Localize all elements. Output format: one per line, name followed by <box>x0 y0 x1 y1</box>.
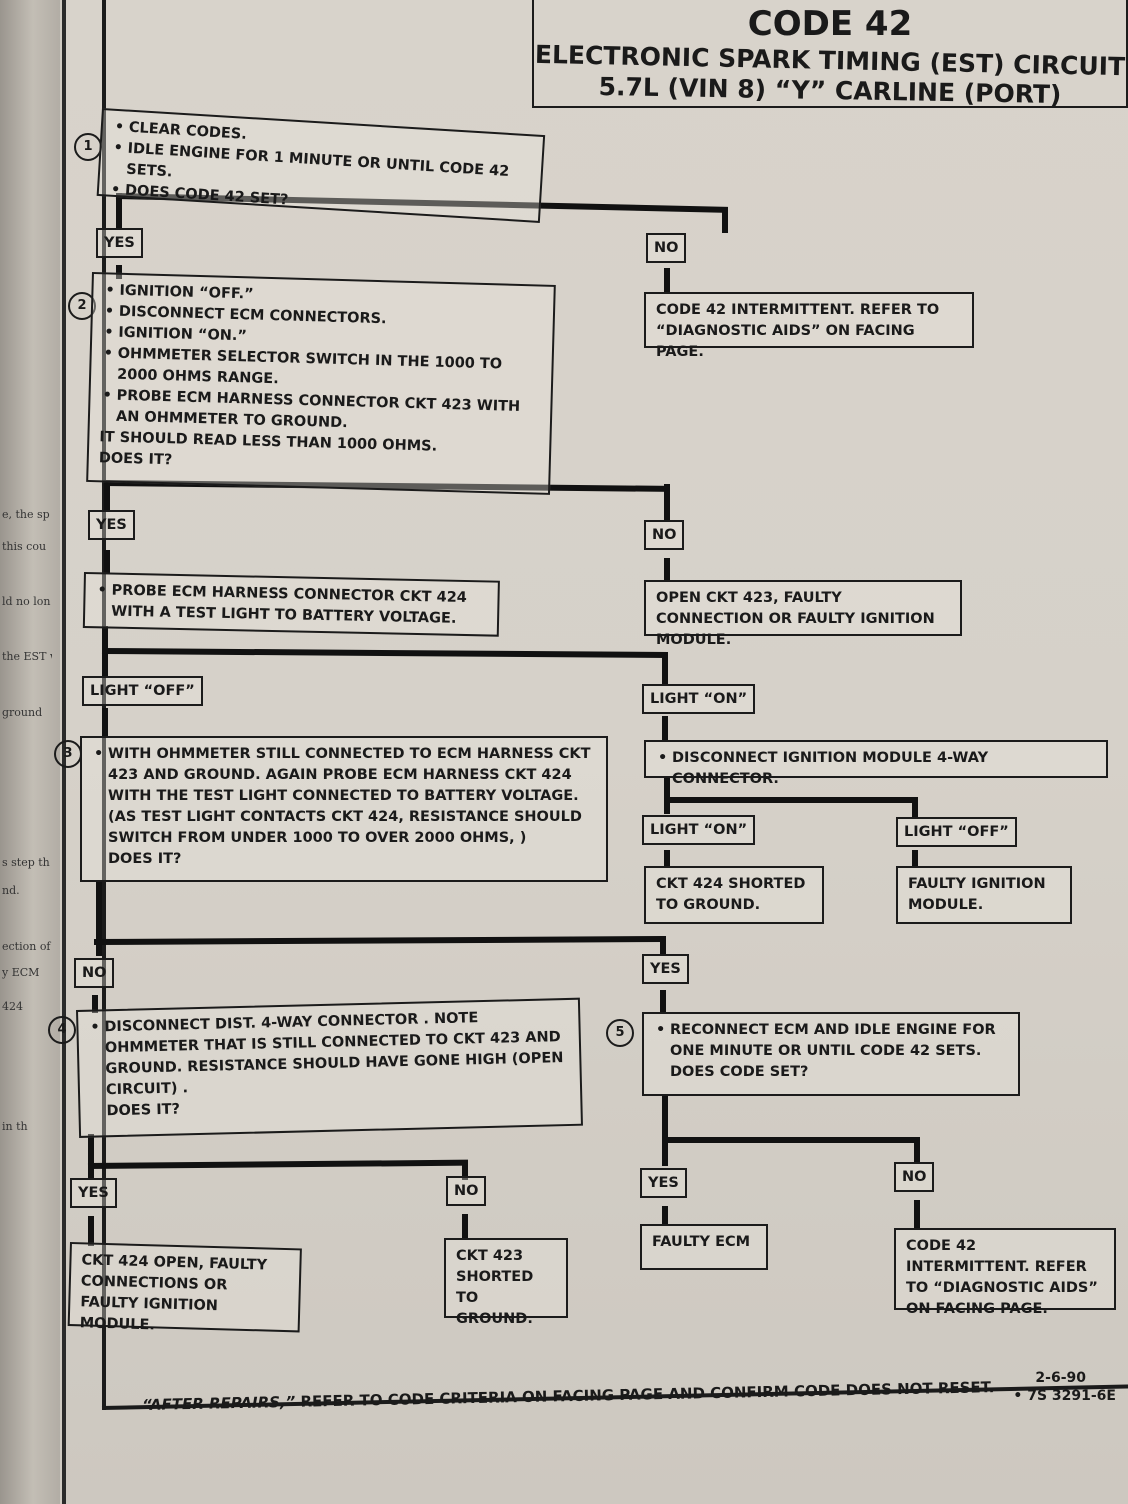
connector-line <box>92 995 98 1013</box>
page-code: • 7S 3291-6E <box>1013 1388 1116 1404</box>
connector-line <box>664 797 918 803</box>
binding-text: the EST w <box>2 650 52 663</box>
connector-line <box>914 1137 920 1163</box>
connector-line <box>664 558 670 582</box>
connector-line <box>88 1216 94 1246</box>
light-on-label: LIGHT “ON” <box>642 815 756 845</box>
connector-line <box>662 1206 668 1226</box>
connector-line <box>914 1200 920 1230</box>
connector-line <box>88 1134 94 1178</box>
light-on-label: LIGHT “ON” <box>642 684 756 714</box>
binding-text: nd. <box>2 884 20 897</box>
connector-line <box>462 1214 468 1238</box>
connector-line <box>93 936 665 945</box>
step5-yes-label: YES <box>640 1168 687 1198</box>
book-binding: e, the sp this cou ld no lon the EST w g… <box>0 0 60 1504</box>
step3-text: WITH OHMMETER STILL CONNECTED TO ECM HAR… <box>94 744 596 849</box>
binding-text: ground <box>2 706 43 719</box>
probe-ckt424-box: PROBE ECM HARNESS CONNECTOR CKT 424 WITH… <box>82 572 500 637</box>
connector-line <box>116 193 122 229</box>
connector-line <box>662 652 668 686</box>
connector-line <box>662 1094 668 1166</box>
step2-yes-label: YES <box>88 510 135 540</box>
connector-line <box>664 850 670 868</box>
step4-box: DISCONNECT DIST. 4-WAY CONNECTOR . NOTE … <box>76 997 583 1138</box>
connector-line <box>116 265 122 279</box>
binding-text: this cou <box>2 540 47 553</box>
disconnect-module-box: DISCONNECT IGNITION MODULE 4-WAY CONNECT… <box>644 740 1108 787</box>
step2-box: IGNITION “OFF.” DISCONNECT ECM CONNECTOR… <box>86 272 556 495</box>
light-off-label: LIGHT “OFF” <box>82 676 203 706</box>
connector-line <box>104 550 110 574</box>
ckt424-shorted-box: CKT 424 SHORTED TO GROUND. <box>644 866 824 924</box>
binding-text: 424 <box>2 1000 23 1013</box>
step1-box: CLEAR CODES. IDLE ENGINE FOR 1 MINUTE OR… <box>96 108 546 223</box>
binding-text: in th <box>2 1120 28 1133</box>
open-ckt423-box: OPEN CKT 423, FAULTY CONNECTION OR FAULT… <box>644 580 962 648</box>
light-off-label: LIGHT “OFF” <box>896 817 1017 847</box>
step1-no-label: NO <box>646 233 687 263</box>
connector-line <box>102 708 108 738</box>
step-number: 3 <box>54 740 82 768</box>
ckt423-shorted-box: CKT 423 SHORTED TO GROUND. <box>444 1238 568 1327</box>
step5-box: RECONNECT ECM AND IDLE ENGINE FOR ONE MI… <box>642 1012 1020 1096</box>
step5-no-label: NO <box>894 1162 935 1192</box>
binding-text: y ECM <box>2 966 40 979</box>
step3-no-label: NO <box>74 958 115 988</box>
step4-yes-label: YES <box>70 1178 117 1208</box>
step4-no-label: NO <box>446 1176 487 1206</box>
step3-question: DOES IT? <box>108 851 182 867</box>
code42-intermittent-box: CODE 42 INTERMITTENT. REFER TO “DIAGNOST… <box>644 292 974 360</box>
step3-yes-label: YES <box>642 954 689 984</box>
step4-text: DISCONNECT DIST. 4-WAY CONNECTOR . NOTE … <box>104 1006 570 1101</box>
page-date: 2-6-90 <box>1035 1370 1086 1386</box>
connector-line <box>664 776 670 814</box>
connector-line <box>912 850 918 868</box>
connector-line <box>662 1137 920 1143</box>
connector-line <box>462 1160 468 1180</box>
connector-line <box>96 880 102 956</box>
connector-line <box>101 648 669 658</box>
step2-no-label: NO <box>644 520 685 550</box>
connector-line <box>662 716 668 742</box>
probe-ckt424-text: PROBE ECM HARNESS CONNECTOR CKT 424 WITH… <box>111 581 488 631</box>
binding-text: ection of <box>2 940 51 953</box>
step5-text: RECONNECT ECM AND IDLE ENGINE FOR ONE MI… <box>656 1020 1008 1062</box>
binding-text: e, the sp <box>2 508 50 521</box>
faulty-ecm-box: FAULTY ECM <box>640 1224 768 1270</box>
connector-line <box>87 1159 469 1169</box>
connector-line <box>660 990 666 1012</box>
after-repairs-lead: “AFTER REPAIRS,” <box>142 1392 296 1414</box>
connector-line <box>912 797 918 817</box>
connector-line <box>722 207 728 233</box>
connector-line <box>664 484 670 520</box>
code42-intermittent-box: CODE 42 INTERMITTENT. REFER TO “DIAGNOST… <box>894 1228 1116 1317</box>
faulty-ignition-module-box: FAULTY IGNITION MODULE. <box>896 866 1072 924</box>
ckt424-open-box: CKT 424 OPEN, FAULTY CONNECTIONS OR FAUL… <box>67 1242 302 1333</box>
step-number: 1 <box>74 133 102 161</box>
connector-line <box>104 480 110 510</box>
step-number: 2 <box>68 292 96 320</box>
binding-text: s step th <box>2 856 50 869</box>
after-repairs-text: REFER TO CODE CRITERIA ON FACING PAGE AN… <box>295 1378 995 1411</box>
connector-line <box>102 626 108 676</box>
after-repairs-note: “AFTER REPAIRS,” REFER TO CODE CRITERIA … <box>142 1378 995 1414</box>
connector-line <box>664 268 670 294</box>
step-number: 4 <box>48 1016 76 1044</box>
title-box: CODE 42 ELECTRONIC SPARK TIMING (EST) CI… <box>532 0 1128 109</box>
step1-yes-label: YES <box>96 228 143 258</box>
connector-line <box>660 936 666 956</box>
step3-box: WITH OHMMETER STILL CONNECTED TO ECM HAR… <box>80 736 608 882</box>
binding-text: ld no lon <box>2 595 51 608</box>
disconnect-module-text: DISCONNECT IGNITION MODULE 4-WAY CONNECT… <box>658 748 1096 790</box>
page-title: CODE 42 <box>747 4 913 44</box>
step-number: 5 <box>606 1019 634 1047</box>
step5-question: DOES CODE SET? <box>670 1064 809 1080</box>
manual-page: CODE 42 ELECTRONIC SPARK TIMING (EST) CI… <box>48 0 1128 1504</box>
